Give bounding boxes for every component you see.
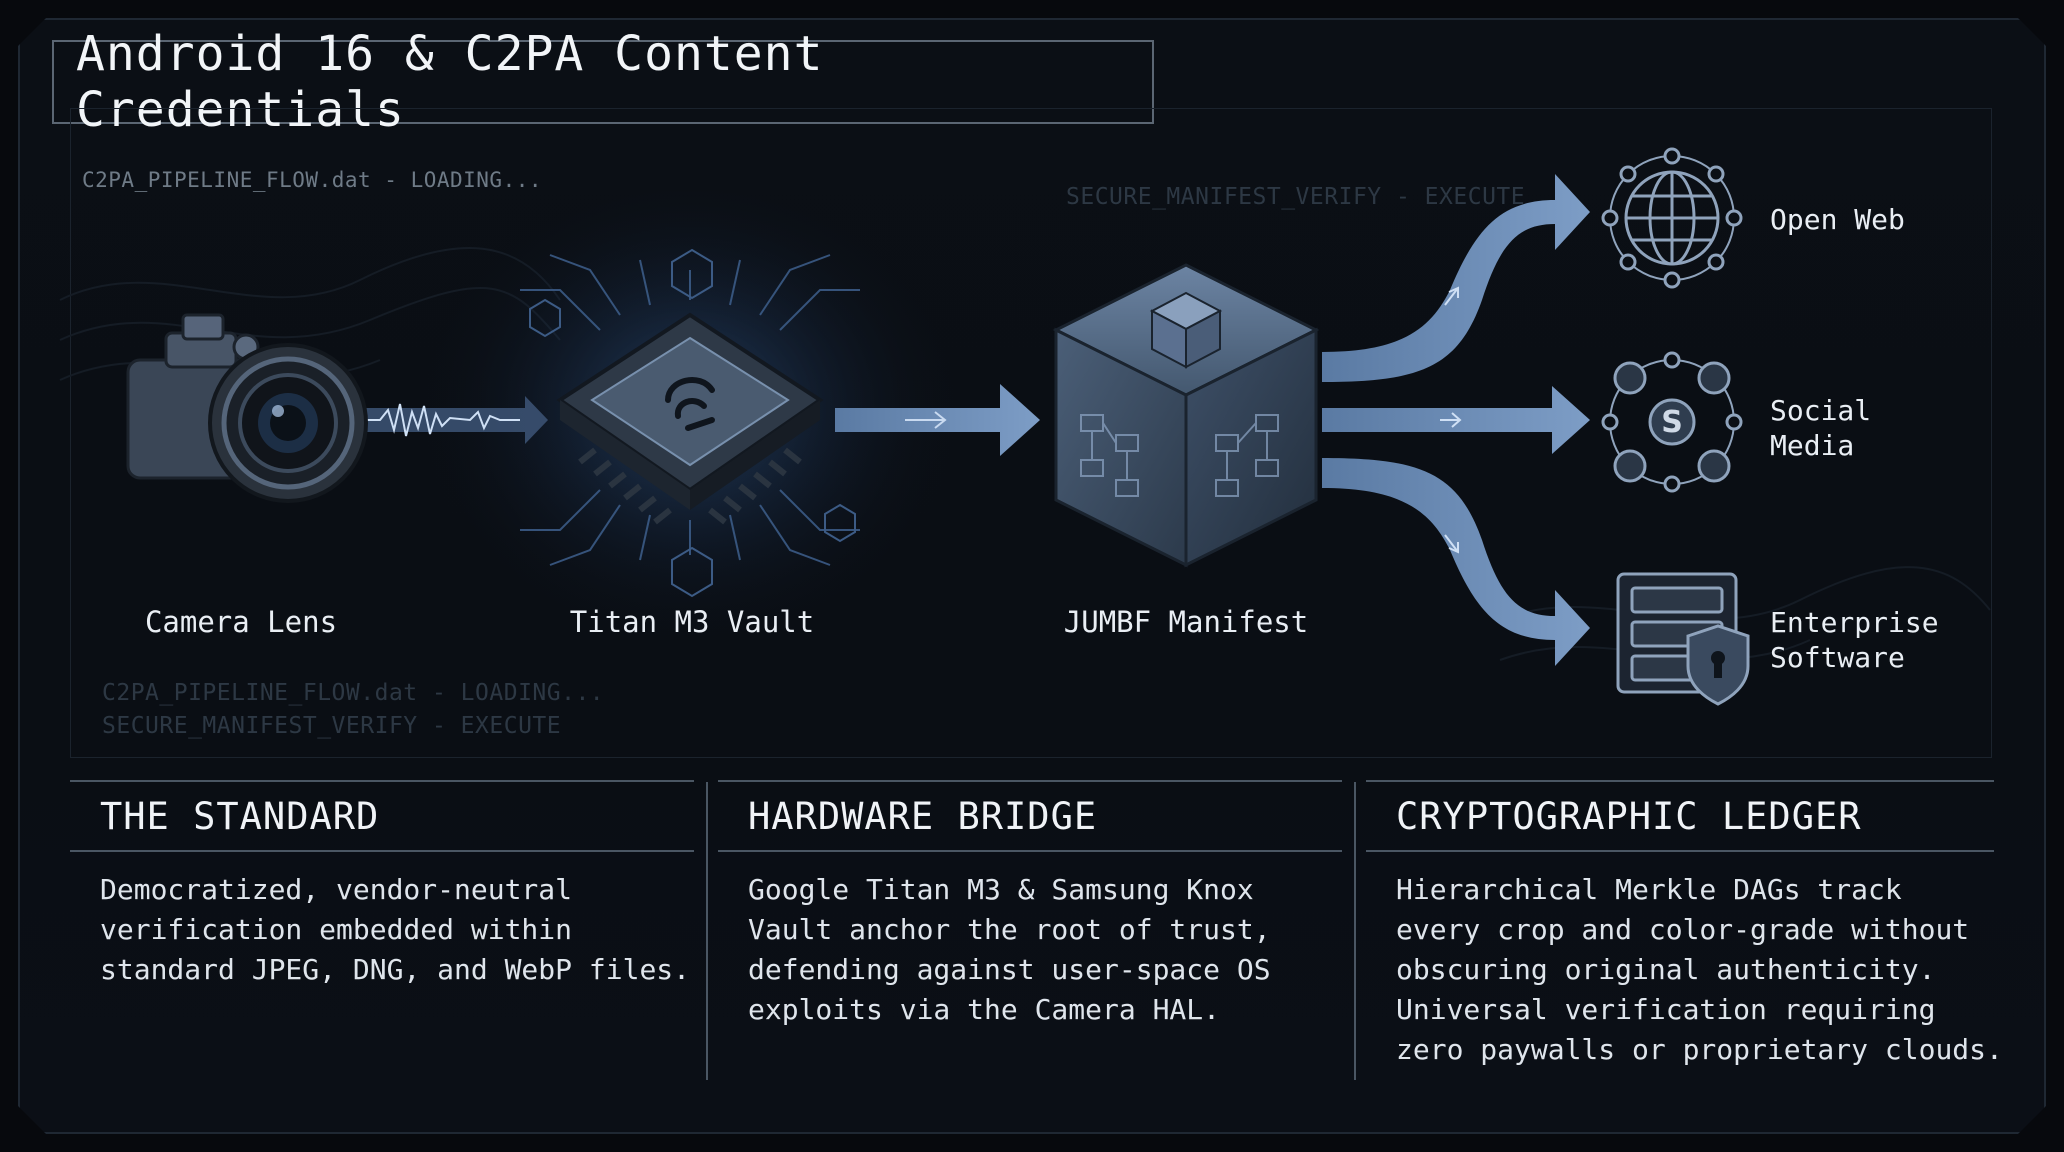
signal-waveform	[360, 403, 520, 437]
diagram-frame	[70, 108, 1992, 758]
panel-body-ledger: Hierarchical Merkle DAGs track every cro…	[1396, 873, 2003, 1066]
panel-heading-ledger: CRYPTOGRAPHIC LEDGER	[1396, 795, 1862, 838]
panel-heading-standard: THE STANDARD	[100, 795, 380, 838]
divider-top-1	[70, 780, 694, 782]
page-title-text: Android 16 & C2PA Content Credentials	[76, 26, 824, 138]
server-lock-icon	[1616, 572, 1750, 706]
node-label-camera: Camera Lens	[144, 605, 338, 639]
dest-label-open-web: Open Web	[1770, 203, 1905, 236]
status-text-bottom-1: C2PA_PIPELINE_FLOW.dat - LOADING...	[102, 680, 605, 706]
dest-label-social: Social Media	[1770, 394, 1872, 462]
merkle-tree-lines	[1080, 414, 1279, 497]
divider-mid-2	[718, 850, 1342, 852]
panel-body-hardware: Google Titan M3 & Samsung Knox Vault anc…	[748, 873, 1271, 1026]
divider-mid-1	[70, 850, 694, 852]
panel-body-standard: Democratized, vendor-neutral verificatio…	[100, 873, 691, 986]
camera-icon	[126, 313, 368, 503]
branch-chevrons	[1440, 286, 1462, 554]
divider-mid-3	[1366, 850, 1994, 852]
divider-top-2	[718, 780, 1342, 782]
node-label-jumbf: JUMBF Manifest	[1063, 605, 1309, 639]
chip-icon	[556, 312, 824, 525]
chip-to-manifest-arrow	[835, 384, 1040, 456]
dest-label-enterprise: Enterprise Software	[1770, 606, 1939, 674]
status-text-top-center: SECURE_MANIFEST_VERIFY - EXECUTE	[1066, 184, 1526, 210]
svg-text:S: S	[1661, 405, 1683, 440]
titan-logo	[665, 377, 715, 431]
status-text-top-left: C2PA_PIPELINE_FLOW.dat - LOADING...	[82, 168, 543, 192]
divider-top-3	[1366, 780, 1994, 782]
waveform-arrow	[345, 396, 548, 444]
column-divider-1	[706, 782, 708, 1080]
column-divider-2	[1354, 782, 1356, 1080]
hexagon-decor	[529, 248, 856, 598]
node-label-titan: Titan M3 Vault	[569, 605, 815, 639]
status-text-bottom-2: SECURE_MANIFEST_VERIFY - EXECUTE	[102, 713, 562, 739]
social-network-icon: S	[1601, 351, 1743, 493]
circuit-traces	[520, 254, 860, 566]
cube-icon	[1052, 263, 1320, 568]
page-title: Android 16 & C2PA Content Credentials	[52, 26, 1154, 138]
panel-heading-hardware: HARDWARE BRIDGE	[748, 795, 1098, 838]
globe-icon	[1601, 147, 1743, 289]
